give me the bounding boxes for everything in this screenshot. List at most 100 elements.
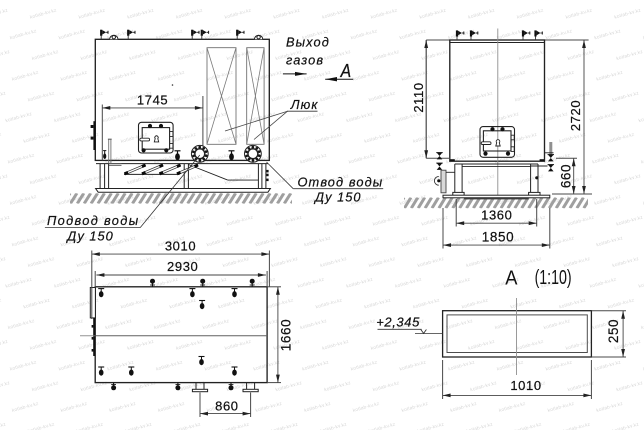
svg-text:kotlab-kv.kz: kotlab-kv.kz bbox=[638, 277, 644, 290]
svg-text:kotlab-kv.kz: kotlab-kv.kz bbox=[0, 49, 11, 62]
svg-text:1850: 1850 bbox=[482, 230, 514, 245]
svg-text:kotlab-kv.kz: kotlab-kv.kz bbox=[29, 173, 57, 186]
svg-text:2110: 2110 bbox=[411, 82, 426, 112]
svg-text:kotlab-kv.kz: kotlab-kv.kz bbox=[297, 111, 325, 124]
svg-text:kotlab-kv.kz: kotlab-kv.kz bbox=[224, 339, 252, 352]
svg-text:kotlab-kv.kz: kotlab-kv.kz bbox=[498, 401, 526, 414]
svg-text:kotlab-kv.kz: kotlab-kv.kz bbox=[255, 235, 283, 248]
svg-text:kotlab-kv.kz: kotlab-kv.kz bbox=[175, 7, 203, 20]
svg-text:kotlab-kv.kz: kotlab-kv.kz bbox=[271, 256, 299, 269]
svg-text:kotlab-kv.kz: kotlab-kv.kz bbox=[399, 359, 427, 372]
svg-text:kotlab-kv.kz: kotlab-kv.kz bbox=[616, 380, 644, 393]
svg-text:kotlab-kv.kz: kotlab-kv.kz bbox=[640, 152, 644, 165]
svg-text:kotlab-kv.kz: kotlab-kv.kz bbox=[102, 111, 130, 124]
svg-text:kotlab-kv.kz: kotlab-kv.kz bbox=[218, 132, 246, 145]
svg-text:kotlab-kv.kz: kotlab-kv.kz bbox=[589, 277, 617, 290]
svg-text:kotlab-kv.kz: kotlab-kv.kz bbox=[514, 90, 542, 103]
svg-text:kotlab-kv.kz: kotlab-kv.kz bbox=[466, 90, 494, 103]
svg-text:kotlab-kv.kz: kotlab-kv.kz bbox=[401, 401, 429, 414]
svg-text:kotlab-kv.kz: kotlab-kv.kz bbox=[58, 28, 86, 41]
svg-text:kotlab-kv.kz: kotlab-kv.kz bbox=[616, 49, 644, 62]
svg-text:Подвод воды: Подвод воды bbox=[47, 213, 139, 228]
svg-text:kotlab-kv.kz: kotlab-kv.kz bbox=[320, 421, 348, 430]
svg-text:kotlab-kv.kz: kotlab-kv.kz bbox=[266, 132, 294, 145]
svg-text:kotlab-kv.kz: kotlab-kv.kz bbox=[125, 421, 153, 430]
svg-text:kotlab-kv.kz: kotlab-kv.kz bbox=[348, 152, 376, 165]
svg-text:Выход: Выход bbox=[286, 35, 330, 50]
svg-text:kotlab-kv.kz: kotlab-kv.kz bbox=[206, 235, 234, 248]
svg-text:kotlab-kv.kz: kotlab-kv.kz bbox=[419, 7, 447, 20]
svg-text:kotlab-kv.kz: kotlab-kv.kz bbox=[226, 49, 254, 62]
svg-text:kotlab-kv.kz: kotlab-kv.kz bbox=[0, 7, 9, 20]
svg-text:kotlab-kv.kz: kotlab-kv.kz bbox=[468, 7, 496, 20]
svg-text:kotlab-kv.kz: kotlab-kv.kz bbox=[596, 70, 624, 83]
svg-text:+2,345: +2,345 bbox=[376, 315, 420, 330]
svg-text:kotlab-kv.kz: kotlab-kv.kz bbox=[417, 256, 445, 269]
svg-text:kotlab-kv.kz: kotlab-kv.kz bbox=[450, 401, 478, 414]
svg-text:kotlab-kv.kz: kotlab-kv.kz bbox=[594, 28, 622, 41]
svg-text:kotlab-kv.kz: kotlab-kv.kz bbox=[470, 49, 498, 62]
svg-text:kotlab-kv.kz: kotlab-kv.kz bbox=[222, 421, 250, 430]
svg-text:kotlab-kv.kz: kotlab-kv.kz bbox=[0, 380, 11, 393]
svg-text:kotlab-kv.kz: kotlab-kv.kz bbox=[567, 214, 595, 227]
svg-text:kotlab-kv.kz: kotlab-kv.kz bbox=[273, 7, 301, 20]
svg-text:(1:10): (1:10) bbox=[535, 266, 572, 289]
svg-text:Ду 150: Ду 150 bbox=[65, 229, 113, 244]
svg-text:kotlab-kv.kz: kotlab-kv.kz bbox=[76, 256, 104, 269]
svg-text:kotlab-kv.kz: kotlab-kv.kz bbox=[0, 90, 7, 103]
svg-text:kotlab-kv.kz: kotlab-kv.kz bbox=[0, 421, 7, 430]
svg-text:kotlab-kv.kz: kotlab-kv.kz bbox=[177, 214, 205, 227]
svg-text:kotlab-kv.kz: kotlab-kv.kz bbox=[153, 318, 181, 331]
svg-text:kotlab-kv.kz: kotlab-kv.kz bbox=[302, 359, 330, 372]
svg-text:kotlab-kv.kz: kotlab-kv.kz bbox=[350, 359, 378, 372]
svg-text:kotlab-kv.kz: kotlab-kv.kz bbox=[594, 359, 622, 372]
svg-text:kotlab-kv.kz: kotlab-kv.kz bbox=[0, 132, 2, 145]
svg-text:kotlab-kv.kz: kotlab-kv.kz bbox=[324, 380, 352, 393]
svg-text:kotlab-kv.kz: kotlab-kv.kz bbox=[547, 401, 575, 414]
svg-text:250: 250 bbox=[606, 319, 621, 343]
svg-text:kotlab-kv.kz: kotlab-kv.kz bbox=[443, 111, 471, 124]
svg-text:kotlab-kv.kz: kotlab-kv.kz bbox=[60, 70, 88, 83]
svg-text:kotlab-kv.kz: kotlab-kv.kz bbox=[9, 28, 37, 41]
svg-text:kotlab-kv.kz: kotlab-kv.kz bbox=[129, 49, 157, 62]
svg-text:kotlab-kv.kz: kotlab-kv.kz bbox=[348, 318, 376, 331]
svg-text:Ду 150: Ду 150 bbox=[313, 190, 361, 205]
svg-text:kotlab-kv.kz: kotlab-kv.kz bbox=[401, 70, 429, 83]
svg-text:kotlab-kv.kz: kotlab-kv.kz bbox=[516, 339, 544, 352]
svg-text:kotlab-kv.kz: kotlab-kv.kz bbox=[320, 90, 348, 103]
svg-text:kotlab-kv.kz: kotlab-kv.kz bbox=[9, 194, 37, 207]
svg-text:kotlab-kv.kz: kotlab-kv.kz bbox=[589, 111, 617, 124]
svg-text:kotlab-kv.kz: kotlab-kv.kz bbox=[218, 297, 246, 310]
svg-text:kotlab-kv.kz: kotlab-kv.kz bbox=[446, 318, 474, 331]
svg-text:kotlab-kv.kz: kotlab-kv.kz bbox=[514, 421, 542, 430]
svg-text:kotlab-kv.kz: kotlab-kv.kz bbox=[372, 49, 400, 62]
svg-text:kotlab-kv.kz: kotlab-kv.kz bbox=[322, 339, 350, 352]
svg-text:kotlab-kv.kz: kotlab-kv.kz bbox=[78, 7, 106, 20]
svg-text:kotlab-kv.kz: kotlab-kv.kz bbox=[364, 297, 392, 310]
svg-text:kotlab-kv.kz: kotlab-kv.kz bbox=[565, 339, 593, 352]
svg-text:kotlab-kv.kz: kotlab-kv.kz bbox=[202, 318, 230, 331]
svg-text:kotlab-kv.kz: kotlab-kv.kz bbox=[612, 256, 640, 269]
svg-text:kotlab-kv.kz: kotlab-kv.kz bbox=[350, 28, 378, 41]
svg-text:kotlab-kv.kz: kotlab-kv.kz bbox=[567, 49, 595, 62]
svg-text:kotlab-kv.kz: kotlab-kv.kz bbox=[27, 90, 55, 103]
svg-text:kotlab-kv.kz: kotlab-kv.kz bbox=[300, 152, 328, 165]
svg-text:kotlab-kv.kz: kotlab-kv.kz bbox=[224, 7, 252, 20]
svg-text:kotlab-kv.kz: kotlab-kv.kz bbox=[516, 7, 544, 20]
svg-text:kotlab-kv.kz: kotlab-kv.kz bbox=[7, 318, 35, 331]
svg-text:kotlab-kv.kz: kotlab-kv.kz bbox=[5, 111, 33, 124]
svg-text:kotlab-kv.kz: kotlab-kv.kz bbox=[102, 277, 130, 290]
svg-text:kotlab-kv.kz: kotlab-kv.kz bbox=[368, 90, 396, 103]
svg-text:kotlab-kv.kz: kotlab-kv.kz bbox=[470, 380, 498, 393]
svg-text:kotlab-kv.kz: kotlab-kv.kz bbox=[518, 214, 546, 227]
svg-text:kotlab-kv.kz: kotlab-kv.kz bbox=[109, 401, 137, 414]
svg-text:kotlab-kv.kz: kotlab-kv.kz bbox=[417, 421, 445, 430]
svg-text:kotlab-kv.kz: kotlab-kv.kz bbox=[78, 173, 106, 186]
svg-text:kotlab-kv.kz: kotlab-kv.kz bbox=[251, 318, 279, 331]
svg-text:kotlab-kv.kz: kotlab-kv.kz bbox=[421, 380, 449, 393]
svg-text:kotlab-kv.kz: kotlab-kv.kz bbox=[592, 152, 620, 165]
svg-text:kotlab-kv.kz: kotlab-kv.kz bbox=[56, 152, 84, 165]
svg-text:kotlab-kv.kz: kotlab-kv.kz bbox=[11, 235, 39, 248]
svg-text:kotlab-kv.kz: kotlab-kv.kz bbox=[397, 152, 425, 165]
svg-text:kotlab-kv.kz: kotlab-kv.kz bbox=[300, 318, 328, 331]
